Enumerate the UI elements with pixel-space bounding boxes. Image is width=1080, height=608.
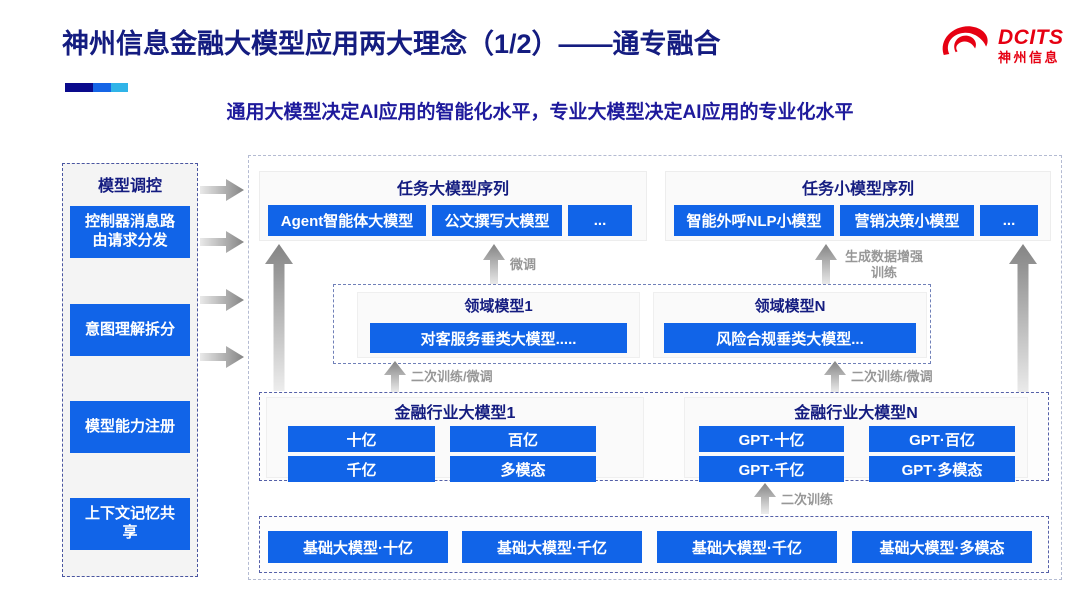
accent-bar bbox=[65, 83, 128, 92]
base-model-group: 基础大模型·十亿 基础大模型·千亿 基础大模型·千亿 基础大模型·多模态 bbox=[259, 516, 1049, 573]
sidebar-item-context: 上下文记忆共享 bbox=[70, 498, 190, 550]
model-box: 公文撰写大模型 bbox=[432, 205, 562, 236]
model-box: ... bbox=[980, 205, 1038, 236]
sidebar-title: 模型调控 bbox=[97, 178, 162, 195]
arrow-up-icon bbox=[824, 361, 846, 393]
domain-model-n-panel: 领域模型N 风险合规垂类大模型... bbox=[653, 292, 927, 358]
logo-brand-text: DCITS bbox=[998, 25, 1064, 49]
model-box: 十亿 bbox=[288, 426, 435, 452]
arrow-up-icon bbox=[384, 361, 406, 393]
secondary-finetune-label: 二次训练/微调 bbox=[411, 369, 493, 384]
domain-model-group: 领域模型1 对客服务垂类大模型..... 领域模型N 风险合规垂类大模型... bbox=[333, 284, 931, 364]
model-box: 营销决策小模型 bbox=[840, 205, 974, 236]
sidebar-item-register: 模型能力注册 bbox=[70, 401, 190, 453]
section-title: 任务小模型序列 bbox=[801, 181, 914, 198]
arrow-up-icon bbox=[483, 244, 505, 286]
model-box: GPT·千亿 bbox=[699, 456, 844, 482]
section-title: 领域模型N bbox=[754, 298, 826, 315]
sidebar-item-intent: 意图理解拆分 bbox=[70, 304, 190, 356]
domain-model-1-panel: 领域模型1 对客服务垂类大模型..... bbox=[357, 292, 640, 358]
arrow-right-icon bbox=[200, 346, 244, 368]
dcits-swirl-icon bbox=[936, 20, 992, 71]
task-large-model-section: 任务大模型序列 Agent智能体大模型 公文撰写大模型 ... bbox=[259, 171, 647, 241]
section-title: 任务大模型序列 bbox=[396, 181, 509, 198]
secondary-finetune-label: 二次训练/微调 bbox=[851, 369, 933, 384]
section-title: 金融行业大模型1 bbox=[394, 405, 516, 422]
section-title: 领域模型1 bbox=[464, 298, 533, 315]
industry-model-1-panel: 金融行业大模型1 十亿 百亿 千亿 多模态 bbox=[266, 397, 644, 482]
arrow-right-icon bbox=[200, 179, 244, 201]
model-box: ... bbox=[568, 205, 632, 236]
task-small-model-section: 任务小模型序列 智能外呼NLP小模型 营销决策小模型 ... bbox=[665, 171, 1051, 241]
main-diagram: 任务大模型序列 Agent智能体大模型 公文撰写大模型 ... 任务小模型序列 … bbox=[248, 155, 1062, 580]
model-box: 基础大模型·千亿 bbox=[657, 531, 837, 563]
arrow-up-tall-icon bbox=[265, 244, 293, 391]
model-control-panel: 模型调控 控制器消息路由请求分发 意图理解拆分 模型能力注册 上下文记忆共享 bbox=[62, 163, 198, 577]
model-box: 风险合规垂类大模型... bbox=[664, 323, 916, 353]
finetune-label: 微调 bbox=[510, 257, 537, 272]
dcits-logo: DCITS 神州信息 bbox=[936, 20, 1064, 71]
logo-brand-cn-text: 神州信息 bbox=[998, 49, 1061, 65]
model-box: Agent智能体大模型 bbox=[268, 205, 426, 236]
model-box: 基础大模型·多模态 bbox=[852, 531, 1032, 563]
arrow-up-tall-icon bbox=[1009, 244, 1037, 396]
industry-model-n-panel: 金融行业大模型N GPT·十亿 GPT·百亿 GPT·千亿 GPT·多模态 bbox=[684, 397, 1028, 482]
model-box: GPT·十亿 bbox=[699, 426, 844, 452]
model-box: 智能外呼NLP小模型 bbox=[674, 205, 834, 236]
model-box: 对客服务垂类大模型..... bbox=[370, 323, 627, 353]
industry-model-group: 金融行业大模型1 十亿 百亿 千亿 多模态 金融行业大模型N GPT·十亿 GP… bbox=[259, 392, 1049, 482]
arrow-right-icon bbox=[200, 289, 244, 311]
model-box: 多模态 bbox=[450, 456, 596, 482]
arrow-up-icon bbox=[815, 244, 837, 286]
secondary-training-label: 二次训练 bbox=[781, 492, 834, 507]
bar-segment bbox=[111, 83, 128, 92]
model-box: 基础大模型·十亿 bbox=[268, 531, 448, 563]
bar-segment bbox=[65, 83, 93, 92]
arrow-up-icon bbox=[754, 483, 776, 514]
section-title: 金融行业大模型N bbox=[794, 405, 918, 422]
model-box: GPT·百亿 bbox=[869, 426, 1015, 452]
model-box: GPT·多模态 bbox=[869, 456, 1015, 482]
model-box: 百亿 bbox=[450, 426, 596, 452]
model-box: 基础大模型·千亿 bbox=[462, 531, 642, 563]
page-title: 神州信息金融大模型应用两大理念（1/2）——通专融合 bbox=[62, 29, 721, 59]
page-subtitle: 通用大模型决定AI应用的智能化水平，专业大模型决定AI应用的专业化水平 bbox=[226, 102, 854, 123]
gen-data-training-label: 生成数据增强训练 bbox=[844, 249, 923, 281]
model-box: 千亿 bbox=[288, 456, 435, 482]
arrow-right-icon bbox=[200, 231, 244, 253]
sidebar-item-router: 控制器消息路由请求分发 bbox=[70, 206, 190, 258]
bar-segment bbox=[93, 83, 111, 92]
